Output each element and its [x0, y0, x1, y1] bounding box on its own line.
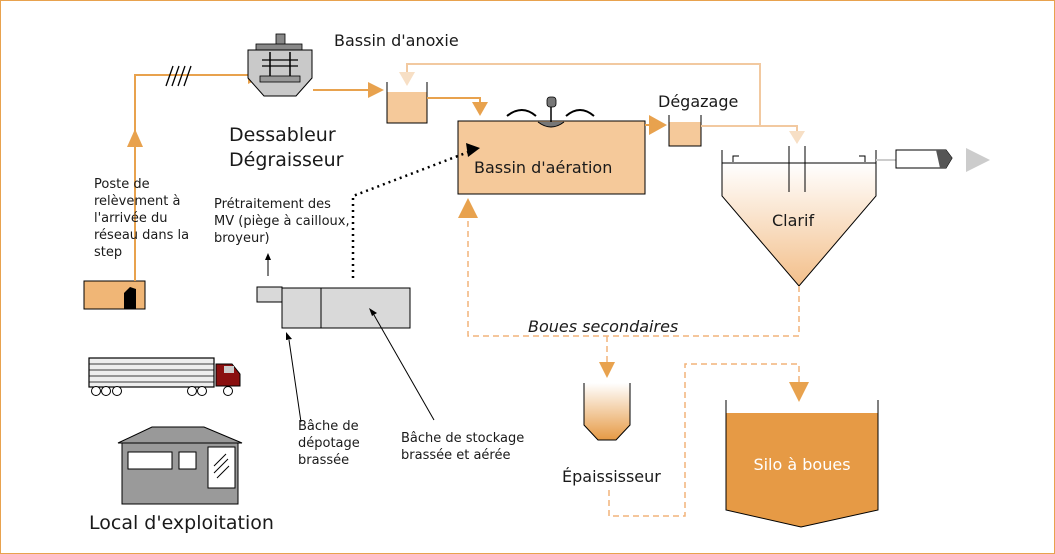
to-anoxie-line — [313, 82, 384, 98]
grit-grease-separator — [247, 33, 313, 97]
label-pretraitement: Prétraitement des MV (piège à cailloux, … — [214, 197, 350, 246]
label-poste-releve: Poste de relèvement à l'arrivée du résea… — [94, 177, 190, 260]
label-epaississeur: Épaississeur — [562, 467, 661, 486]
label-dessableur: Dessableur — [229, 124, 336, 146]
pump-station-tank — [83, 280, 146, 310]
thickener — [583, 383, 631, 441]
truck-icon — [88, 357, 241, 396]
building-icon — [117, 426, 243, 505]
pretreatment-arrow — [265, 253, 271, 276]
label-degazage: Dégazage — [658, 92, 739, 111]
degassing-tank — [668, 115, 702, 147]
septage-feed-line — [351, 143, 480, 278]
sludge-silo — [725, 400, 879, 528]
to-aeration-line — [427, 97, 488, 116]
sludge-return-line — [458, 198, 800, 378]
to-degazage-line — [645, 115, 667, 135]
label-silo: Silo à boues — [753, 455, 851, 474]
label-bache-stockage: Bâche de stockage brassée et aérée — [401, 431, 525, 463]
outlet-channel-icon — [876, 148, 990, 172]
anoxia-tank — [386, 82, 428, 124]
clarifier — [721, 146, 877, 287]
to-silo-line — [608, 363, 809, 517]
pump-icon — [124, 287, 136, 309]
callout-arrows — [286, 308, 435, 423]
label-bache-depotage: Bâche de dépotage brassée — [298, 419, 360, 468]
label-bassin-anoxie: Bassin d'anoxie — [334, 31, 459, 50]
aeration-tank — [457, 96, 646, 195]
agitator-icon — [506, 96, 595, 128]
label-degraisseur: Dégraisseur — [229, 149, 344, 171]
to-clarif-line — [701, 125, 805, 144]
label-local: Local d'exploitation — [89, 512, 274, 534]
label-clarif: Clarif — [772, 211, 815, 230]
recirculation-line — [399, 63, 761, 126]
label-bassin-aeration: Bassin d'aération — [474, 158, 613, 177]
septage-tanks — [256, 286, 411, 329]
label-boues-secondaires: Boues secondaires — [528, 317, 679, 336]
